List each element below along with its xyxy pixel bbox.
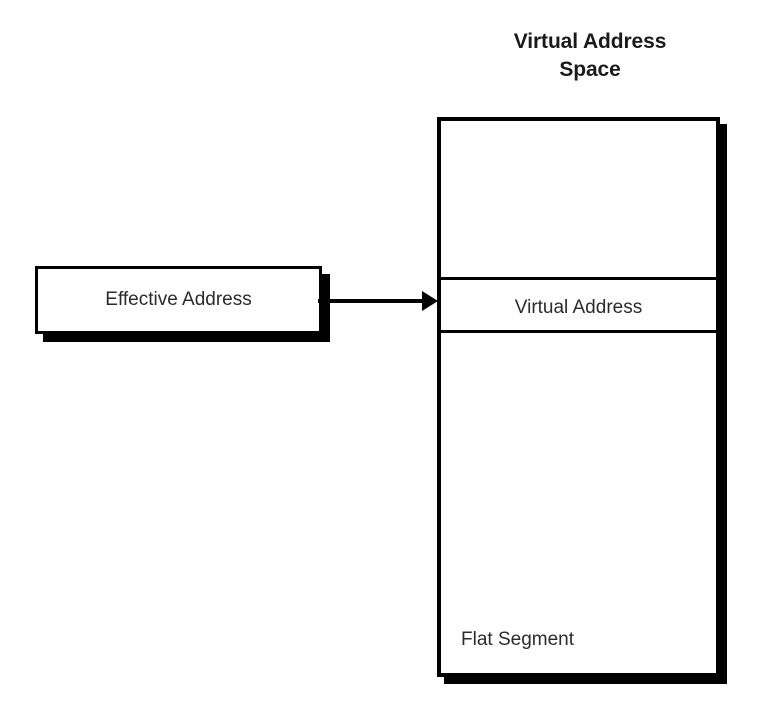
arrow-right-icon	[318, 291, 438, 311]
effective-address-box[interactable]: Effective Address	[35, 266, 322, 334]
arrow-head	[422, 291, 438, 311]
band-divider-bottom	[441, 330, 716, 333]
virtual-address-space-rect[interactable]: Virtual Address Flat Segment	[437, 117, 720, 677]
effective-address-label: Effective Address	[105, 289, 252, 310]
page-title: Virtual Address Space	[513, 30, 667, 81]
band-divider-top	[441, 277, 716, 280]
flat-segment-label: Flat Segment	[461, 629, 574, 650]
virtual-address-band-label: Virtual Address	[514, 297, 643, 318]
